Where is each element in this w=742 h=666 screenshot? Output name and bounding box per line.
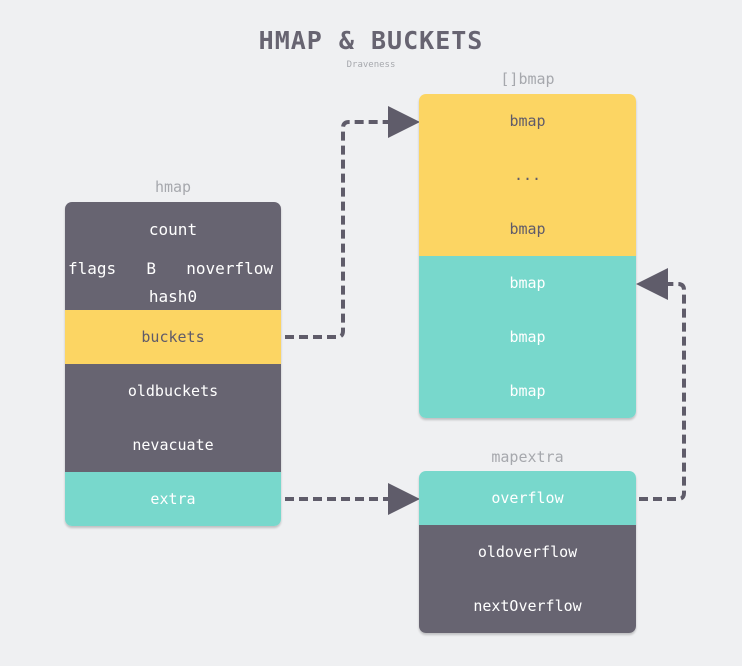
bmap-array: bmap ... bmap bmap bmap bmap: [419, 94, 636, 418]
diagram-subtitle: Draveness: [346, 60, 396, 70]
field-overflow: overflow: [419, 471, 636, 525]
buckets-arrow: [285, 106, 420, 339]
field-nextoverflow: nextOverflow: [419, 579, 636, 633]
hmap-struct: count flags B noverflow hash0 buckets ol…: [65, 202, 281, 526]
bmap-overflow-cell: bmap: [419, 256, 636, 310]
field-extra: extra: [65, 472, 281, 526]
mapextra-label: mapextra: [491, 448, 564, 466]
field-nevacuate: nevacuate: [65, 418, 281, 472]
field-oldoverflow: oldoverflow: [419, 525, 636, 579]
mapextra-struct: overflow oldoverflow nextOverflow: [419, 471, 636, 633]
field-noverflow: noverflow: [186, 259, 273, 278]
field-row-flags: flags B noverflow: [65, 259, 281, 278]
bmap-overflow-cell: bmap: [419, 310, 636, 364]
bmap-overflow-cell: bmap: [419, 364, 636, 418]
bmap-ellipsis: ...: [419, 148, 636, 202]
field-buckets: buckets: [65, 310, 281, 364]
bmap-cell: bmap: [419, 202, 636, 256]
field-hash0: hash0: [148, 287, 198, 306]
diagram-title: HMAP & BUCKETS: [258, 26, 484, 55]
hmap-label: hmap: [154, 178, 192, 196]
field-flags: flags: [68, 259, 117, 278]
field-count: count: [148, 220, 198, 239]
field-oldbuckets: oldbuckets: [65, 364, 281, 418]
field-b: B: [146, 259, 157, 278]
overflow-arrow: [636, 268, 686, 501]
hmap-header-fields: count flags B noverflow hash0: [65, 202, 281, 310]
bmap-cell: bmap: [419, 94, 636, 148]
bmap-array-label: []bmap: [500, 70, 555, 88]
